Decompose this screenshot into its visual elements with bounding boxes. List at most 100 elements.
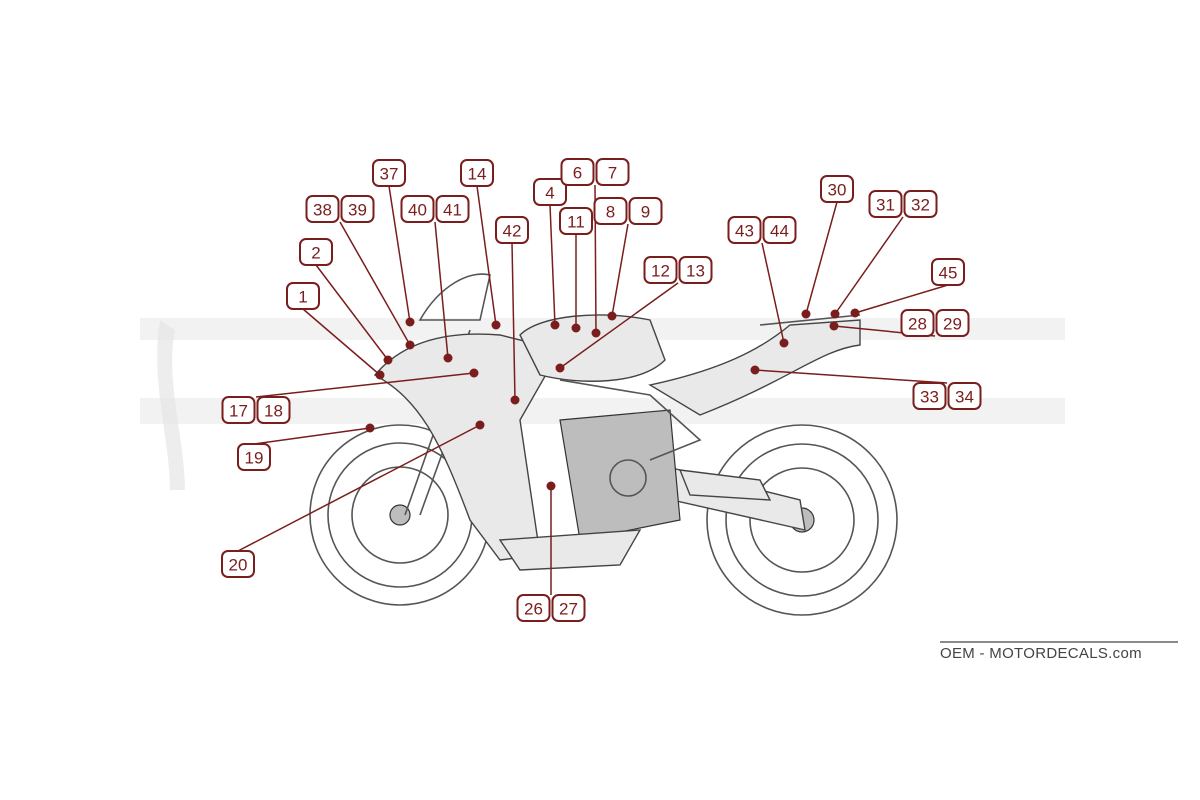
- leader-line-c17: [255, 372, 475, 398]
- leader-line-c42: [511, 242, 516, 401]
- callout-badge: 17: [221, 396, 256, 424]
- callout-number: 29: [943, 315, 962, 334]
- callout-badge: 45: [931, 258, 965, 286]
- callout-badge: 28: [900, 309, 935, 337]
- callout-badge: 33: [912, 382, 947, 410]
- leader-line-c45: [854, 284, 949, 314]
- callout-badge-frame: [947, 382, 982, 410]
- callout-badge-frame: [221, 550, 255, 578]
- callout-badge-frame: [286, 282, 320, 310]
- callout-badge-frame: [593, 197, 628, 225]
- callout-badge: 12: [643, 256, 678, 284]
- brand-divider: [940, 641, 1178, 643]
- callout-badge: 37: [372, 159, 406, 187]
- callout-badge: 31: [868, 190, 903, 218]
- callout-number: 43: [735, 222, 754, 241]
- anchor-dot-c37: [405, 317, 415, 327]
- callout-number: 38: [313, 201, 332, 220]
- callout-badge-frame: [903, 190, 938, 218]
- callout-number: 8: [606, 203, 615, 222]
- callout-badge-frame: [299, 238, 333, 266]
- anchor-dot-c38: [405, 340, 415, 350]
- callout-number: 20: [229, 556, 248, 575]
- callout-number: 13: [686, 262, 705, 281]
- callout-badge: 20: [221, 550, 255, 578]
- callout-badge-frame: [551, 594, 586, 622]
- callout-badge-frame: [221, 396, 256, 424]
- callout-badge: 18: [256, 396, 291, 424]
- callout-badge-frame: [678, 256, 713, 284]
- callout-number: 7: [608, 164, 617, 183]
- anchor-dot-c45: [850, 308, 860, 318]
- callout-badge: 39: [340, 195, 375, 223]
- leader-line-c20: [237, 424, 481, 552]
- anchor-dot-c20: [475, 420, 485, 430]
- callout-number: 42: [503, 222, 522, 241]
- anchor-dot-c8: [607, 311, 617, 321]
- callout-badge-frame: [912, 382, 947, 410]
- leader-line-c31: [834, 216, 904, 315]
- callout-badge-frame: [516, 594, 551, 622]
- callout-badge: 40: [400, 195, 435, 223]
- leader-line-c2: [315, 264, 389, 361]
- anchor-dot-c2: [383, 355, 393, 365]
- callout-number: 26: [524, 600, 543, 619]
- callout-badge-frame: [400, 195, 435, 223]
- callout-number: 40: [408, 201, 427, 220]
- anchor-dot-c28: [829, 321, 839, 331]
- anchor-dot-c42: [510, 395, 520, 405]
- callout-number: 6: [573, 164, 582, 183]
- callout-badge-frame: [727, 216, 762, 244]
- anchor-dot-c30: [801, 309, 811, 319]
- callout-badge-frame: [820, 175, 854, 203]
- callout-number: 41: [443, 201, 462, 220]
- leader-line-c38: [339, 221, 411, 346]
- callout-badge: 6: [560, 158, 595, 186]
- rear-wheel: [706, 424, 898, 616]
- callout-badge: 7: [595, 158, 630, 186]
- callout-badge-frame: [762, 216, 797, 244]
- callout-number: 44: [770, 222, 789, 241]
- callout-badge: 2: [299, 238, 333, 266]
- callout-badge-frame: [256, 396, 291, 424]
- callout-number: 14: [468, 165, 487, 184]
- callout-badge: 8: [593, 197, 628, 225]
- callout-badge-frame: [900, 309, 935, 337]
- callout-badge: 26: [516, 594, 551, 622]
- callout-badge-frame: [595, 158, 630, 186]
- anchor-dot-c33: [750, 365, 760, 375]
- callout-badge-frame: [495, 216, 529, 244]
- anchor-dot-c6: [591, 328, 601, 338]
- callout-badge-frame: [340, 195, 375, 223]
- callout-badge-frame: [435, 195, 470, 223]
- fuel-tank: [519, 314, 666, 382]
- callout-number: 17: [229, 402, 248, 421]
- callout-badge: 34: [947, 382, 982, 410]
- leader-line-c19: [253, 427, 371, 445]
- leader-line-c37: [388, 185, 411, 323]
- callout-number: 9: [641, 203, 650, 222]
- callout-badge-frame: [237, 443, 271, 471]
- callout-badge-frame: [935, 309, 970, 337]
- leader-line-c1: [302, 308, 381, 376]
- callout-badge-frame: [560, 158, 595, 186]
- callout-badge: 27: [551, 594, 586, 622]
- callout-badge: 19: [237, 443, 271, 471]
- callout-number: 34: [955, 388, 974, 407]
- leader-line-c43: [761, 242, 785, 344]
- leader-line-c30: [805, 201, 838, 315]
- callout-number: 31: [876, 196, 895, 215]
- anchor-dot-c43: [779, 338, 789, 348]
- anchor-dot-c11: [571, 323, 581, 333]
- windscreen: [418, 273, 491, 321]
- callout-badge: 11: [559, 207, 593, 235]
- callout-badge-frame: [533, 178, 567, 206]
- leader-line-c14: [476, 185, 497, 326]
- callout-badge: 43: [727, 216, 762, 244]
- callout-number: 37: [380, 165, 399, 184]
- callout-badge: 14: [460, 159, 494, 187]
- anchor-dot-c31: [830, 309, 840, 319]
- anchor-dot-c40: [443, 353, 453, 363]
